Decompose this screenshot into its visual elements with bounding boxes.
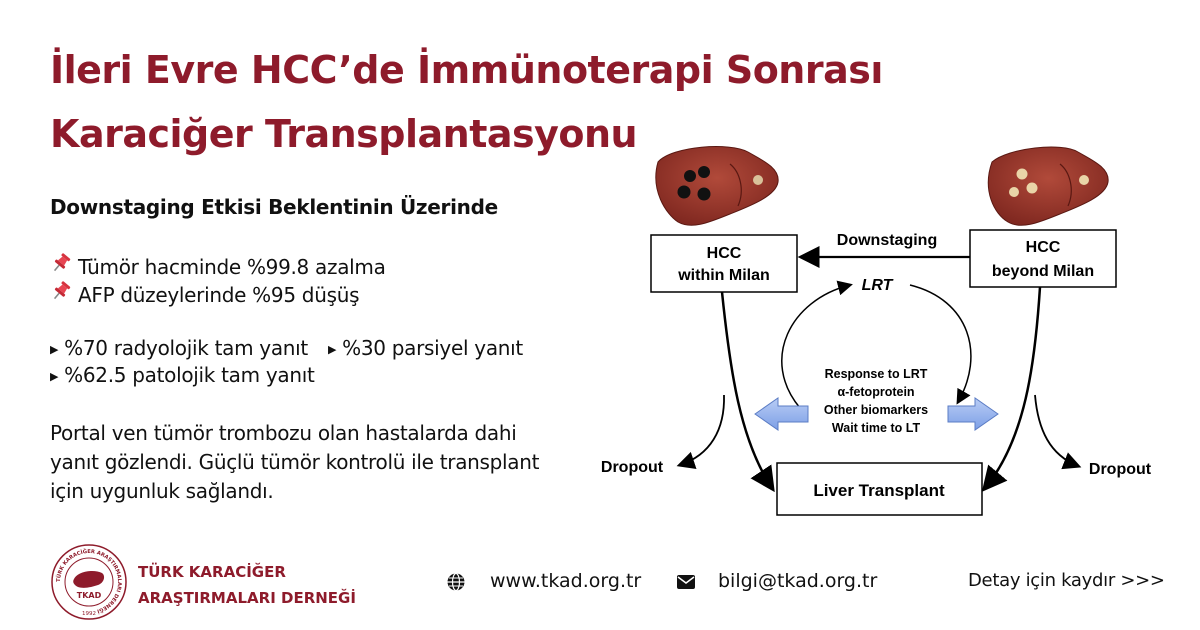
bullet-item: ▶ %30 parsiyel yanıt [328, 336, 523, 360]
transplant-pathway-diagram: HCC within Milan HCC beyond Milan Downst… [601, 146, 1152, 516]
pushpin-icon [50, 252, 74, 279]
org-name-line-2: ARAŞTIRMALARI DERNEĞİ [138, 589, 356, 607]
bullet-text: %70 radyolojik tam yanıt [64, 336, 308, 360]
right-to-transplant-arrow [981, 286, 1042, 492]
lrt-loop-arrow-right [909, 284, 972, 405]
stat-text: AFP düzeylerinde %95 düşüş [78, 283, 360, 307]
subheading: Downstaging Etkisi Beklentinin Üzerinde [50, 195, 498, 219]
logo-text: TKAD [77, 591, 102, 600]
title-line-1: İleri Evre HCC’de İmmünoterapi Sonrası [50, 48, 883, 92]
globe-icon [447, 572, 465, 592]
right-blue-arrow [947, 397, 999, 431]
triangle-bullet-icon: ▶ [50, 370, 59, 383]
box-label: HCC [707, 245, 742, 262]
transplant-label: Liver Transplant [813, 481, 945, 500]
triangle-bullet-icon: ▶ [50, 343, 59, 356]
lrt-loop-arrow-left [781, 280, 853, 409]
left-to-transplant-arrow [720, 291, 775, 493]
website-link[interactable]: www.tkad.org.tr [490, 570, 642, 592]
lrt-label: LRT [862, 277, 894, 294]
summary-paragraph: Portal ven tümör trombozu olan hastalard… [50, 421, 540, 503]
logo-year: 1992 [82, 611, 96, 617]
pushpin-icon [50, 280, 74, 307]
criteria-item: Wait time to LT [832, 421, 921, 435]
hcc-beyond-milan-box [969, 229, 1117, 288]
left-dropout-arrow [676, 394, 725, 469]
bullet-text: %62.5 patolojik tam yanıt [64, 363, 315, 387]
bullet-item: ▶ %70 radyolojik tam yanıt [50, 336, 308, 360]
dropout-label-left: Dropout [601, 459, 664, 476]
liver-transplant-box [776, 462, 983, 516]
downstaging-label: Downstaging [837, 232, 937, 249]
bullet-text: %30 parsiyel yanıt [342, 336, 523, 360]
envelope-icon [677, 575, 695, 589]
box-label: HCC [1026, 239, 1061, 256]
right-dropout-arrow [1034, 394, 1082, 470]
liver-with-necrotic-tumors-icon [987, 146, 1109, 226]
criteria-item: Response to LRT [825, 367, 928, 381]
stat-text: Tümör hacminde %99.8 azalma [78, 255, 386, 279]
stat-item: Tümör hacminde %99.8 azalma [50, 252, 386, 279]
swipe-cta[interactable]: Detay için kaydır >>> [968, 570, 1165, 591]
criteria-item: α-fetoprotein [837, 385, 914, 399]
hcc-within-milan-box [650, 234, 798, 293]
triangle-bullet-icon: ▶ [328, 343, 337, 356]
email-link[interactable]: bilgi@tkad.org.tr [718, 570, 878, 592]
box-label: within Milan [677, 267, 770, 284]
liver-with-tumors-icon [655, 146, 779, 226]
dropout-label-right: Dropout [1089, 461, 1152, 478]
left-blue-arrow [754, 397, 809, 431]
box-label: beyond Milan [992, 263, 1094, 280]
stat-item: AFP düzeylerinde %95 düşüş [50, 280, 359, 307]
tkad-logo: TÜRK KARACİĞER ARAŞTIRMALARI DERNEĞİ TKA… [51, 544, 127, 620]
org-name-line-1: TÜRK KARACİĞER [138, 563, 286, 581]
title-line-2: Karaciğer Transplantasyonu [50, 112, 638, 156]
bullet-item: ▶ %62.5 patolojik tam yanıt [50, 363, 315, 387]
criteria-item: Other biomarkers [824, 403, 928, 417]
